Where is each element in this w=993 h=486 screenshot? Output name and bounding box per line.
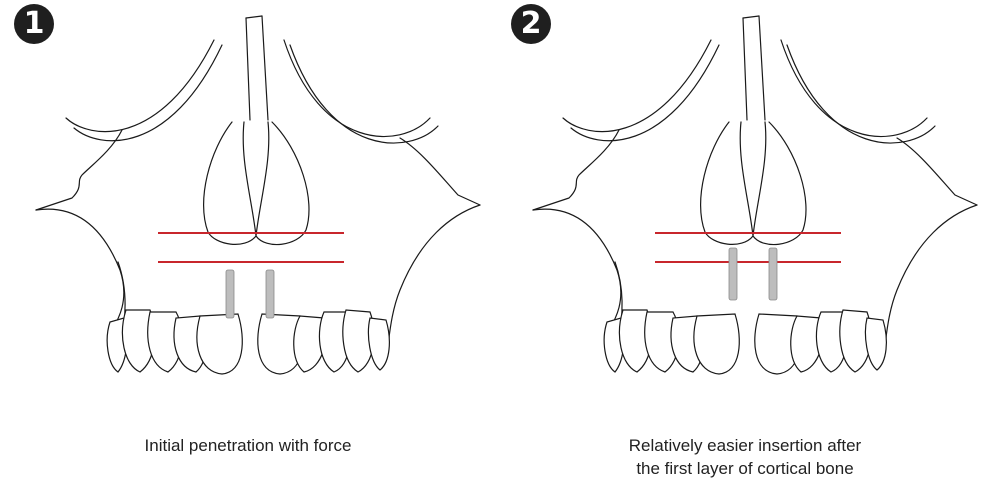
caption-line: Relatively easier insertion after [497, 434, 993, 457]
teeth [107, 310, 389, 374]
skull-outline [36, 16, 480, 345]
panel-2: 2 [497, 0, 993, 486]
caption-2: Relatively easier insertion after the fi… [497, 434, 993, 480]
caption-line: the first layer of cortical bone [497, 457, 993, 480]
cortical-lines [158, 233, 344, 262]
mini-screws [226, 270, 274, 318]
caption-line: Initial penetration with force [0, 434, 496, 457]
skull-outline [533, 16, 977, 345]
maxilla-illustration-2 [497, 0, 993, 420]
maxilla-illustration-1 [0, 0, 496, 420]
panel-1: 1 [0, 0, 496, 486]
cortical-lines [655, 233, 841, 262]
teeth [604, 310, 886, 374]
caption-1: Initial penetration with force [0, 434, 496, 457]
mini-screws [729, 248, 777, 300]
